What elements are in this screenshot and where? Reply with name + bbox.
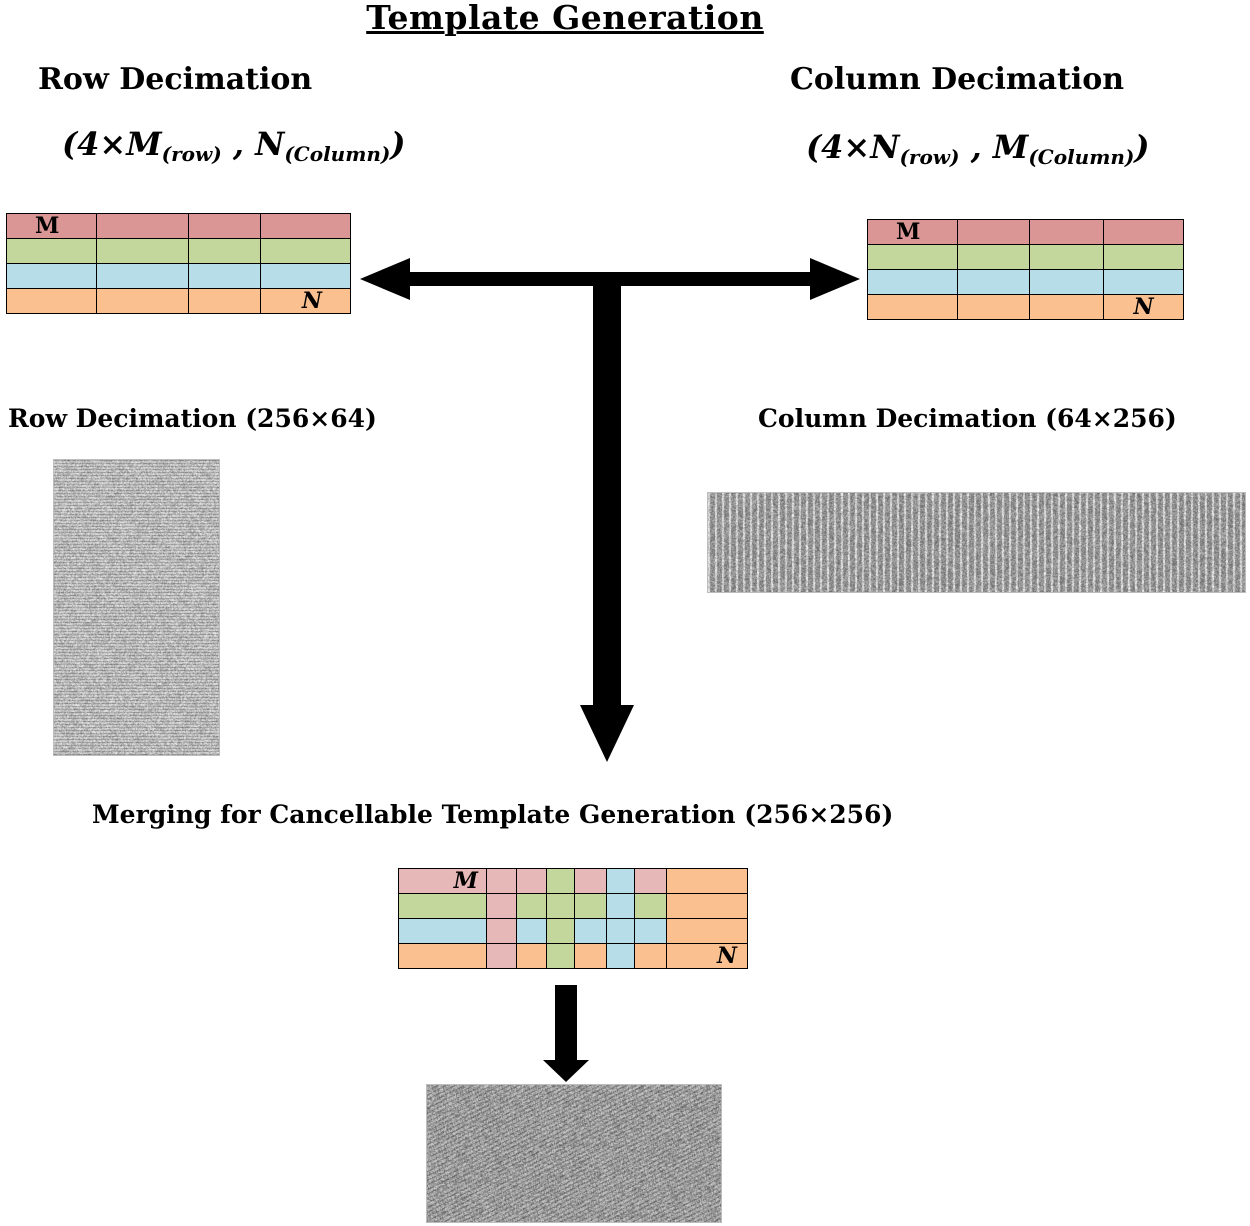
grid-cell xyxy=(6,238,97,264)
row-decimated-image xyxy=(53,459,220,756)
grid-cell xyxy=(516,918,547,944)
column-decimation-grid: M N xyxy=(867,219,1184,320)
grid-cell xyxy=(96,263,189,289)
grid-cell xyxy=(188,213,261,239)
grid-cell xyxy=(260,263,351,289)
grid-cell xyxy=(96,238,189,264)
grid-cell xyxy=(957,269,1030,295)
grid-cell: M xyxy=(6,213,97,239)
merged-row: M xyxy=(398,868,748,894)
grid-cell xyxy=(188,238,261,264)
grid-cell xyxy=(516,893,547,919)
page-title: Template Generation xyxy=(366,0,764,37)
grid-cell xyxy=(398,918,487,944)
grid-row-orange: N xyxy=(867,294,1184,320)
grid-cell xyxy=(486,943,517,969)
grid-row-blue xyxy=(867,269,1184,295)
grid-cell xyxy=(606,893,635,919)
column-decimation-heading: Column Decimation xyxy=(790,62,1125,97)
vertical-stem xyxy=(593,280,621,710)
grid-cell xyxy=(516,868,547,894)
output-arrow-icon xyxy=(543,1060,589,1082)
grid-cell xyxy=(634,893,667,919)
grid-cell: M xyxy=(867,219,958,245)
down-arrow-icon xyxy=(580,705,634,762)
grid-cell xyxy=(188,288,261,314)
grid-cell xyxy=(1029,219,1104,245)
grid-cell xyxy=(634,868,667,894)
horizontal-bar xyxy=(400,272,820,286)
grid-cell xyxy=(96,288,189,314)
grid-cell xyxy=(574,918,607,944)
merged-row: N xyxy=(398,943,748,969)
grid-row-green xyxy=(867,244,1184,270)
grid-cell xyxy=(957,294,1030,320)
grid-cell xyxy=(516,943,547,969)
grid-cell xyxy=(634,918,667,944)
grid-cell xyxy=(1029,294,1104,320)
grid-cell xyxy=(260,238,351,264)
grid-row-orange: N xyxy=(6,288,351,314)
column-decimation-caption: Column Decimation (64×256) xyxy=(758,404,1177,433)
grid-cell xyxy=(1103,219,1184,245)
output-stem xyxy=(555,985,577,1063)
grid-cell xyxy=(188,263,261,289)
grid-cell xyxy=(546,943,575,969)
grid-cell xyxy=(574,893,607,919)
grid-cell xyxy=(634,943,667,969)
grid-cell: N xyxy=(666,943,748,969)
column-decimated-image xyxy=(707,492,1246,593)
grid-cell: N xyxy=(1103,294,1184,320)
grid-cell xyxy=(606,918,635,944)
grid-row-red: M xyxy=(867,219,1184,245)
grid-cell xyxy=(486,868,517,894)
merged-row xyxy=(398,893,748,919)
grid-cell xyxy=(6,288,97,314)
grid-cell xyxy=(398,893,487,919)
merged-grid: M N xyxy=(398,868,748,969)
grid-cell: M xyxy=(398,868,487,894)
grid-cell xyxy=(867,294,958,320)
grid-cell xyxy=(666,893,748,919)
grid-cell xyxy=(574,868,607,894)
grid-cell xyxy=(398,943,487,969)
grid-cell xyxy=(606,943,635,969)
cancellable-template-image xyxy=(426,1084,722,1223)
grid-cell: N xyxy=(260,288,351,314)
merged-row xyxy=(398,918,748,944)
grid-cell xyxy=(666,868,748,894)
row-decimation-dims: (4×M(row) , N(Column)) xyxy=(62,125,406,166)
grid-cell xyxy=(957,219,1030,245)
row-decimation-heading: Row Decimation xyxy=(38,62,313,97)
grid-cell xyxy=(867,244,958,270)
grid-cell xyxy=(666,918,748,944)
grid-row-red: M xyxy=(6,213,351,239)
grid-cell xyxy=(546,893,575,919)
grid-cell xyxy=(574,943,607,969)
row-decimation-caption: Row Decimation (256×64) xyxy=(8,404,377,433)
merge-caption: Merging for Cancellable Template Generat… xyxy=(92,800,894,829)
grid-cell xyxy=(1029,269,1104,295)
grid-cell xyxy=(1103,244,1184,270)
column-decimation-dims: (4×N(row) , M(Column)) xyxy=(806,128,1150,169)
right-arrow-icon xyxy=(810,258,860,300)
grid-cell xyxy=(546,918,575,944)
grid-row-blue xyxy=(6,263,351,289)
grid-row-green xyxy=(6,238,351,264)
grid-cell xyxy=(260,213,351,239)
grid-cell xyxy=(957,244,1030,270)
left-arrow-icon xyxy=(360,258,410,300)
row-decimation-grid: M N xyxy=(6,213,351,314)
